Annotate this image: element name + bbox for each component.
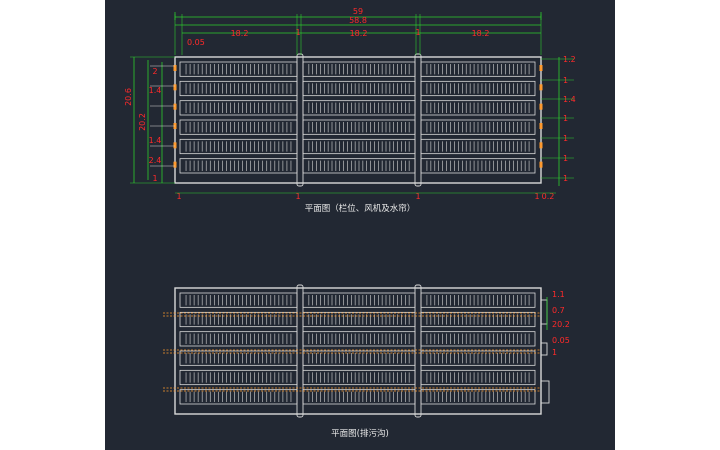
fan-marker-right <box>539 161 543 168</box>
dim-bay-2: 18.2 <box>350 29 368 38</box>
stall-pen <box>302 158 416 174</box>
dim-inner: 58.8 <box>349 16 367 25</box>
bay-separator-2 <box>414 284 422 418</box>
dim-right-7: 1 <box>563 174 568 183</box>
dim-bottom-right-1: 1 <box>415 192 420 201</box>
stall-pen <box>420 138 536 155</box>
stall-pen <box>302 389 416 405</box>
stall-pen <box>302 100 416 116</box>
stall-pen <box>302 61 416 77</box>
stall-pen <box>420 61 536 77</box>
stall-pen <box>179 331 298 347</box>
dim-left-row-1: 2 <box>152 67 157 76</box>
dim-bottom-plan-right-2: 0.7 <box>552 306 565 315</box>
stall-pen <box>420 100 536 116</box>
dim-bottom-plan-right-1: 1.1 <box>552 290 565 299</box>
dim-left-outer: 20.6 <box>124 88 133 106</box>
stall-pen <box>302 119 416 135</box>
stall-pen <box>179 80 298 97</box>
top-plan-stall-grid <box>173 53 543 187</box>
stall-pen <box>420 119 536 135</box>
dim-edge: 0.05 <box>187 38 205 47</box>
stall-pen <box>179 119 298 135</box>
stall-pen <box>179 61 298 77</box>
stall-pen <box>420 311 536 328</box>
dim-bottom-left: 1 <box>176 192 181 201</box>
bay-separator-2 <box>414 53 422 187</box>
fan-marker-right <box>539 84 543 91</box>
dim-bottom-plan-right-4: 0.05 <box>552 336 570 345</box>
stall-pen <box>420 369 536 386</box>
fan-marker-left <box>173 161 177 168</box>
stall-pen <box>302 311 416 328</box>
bottom-plan-stall-grid <box>174 284 542 418</box>
stall-pen <box>420 80 536 97</box>
dim-bottom-right-3: 0.2 <box>542 192 555 201</box>
dim-bottom-plan-right-5: 1 <box>552 348 557 357</box>
stall-pen <box>302 369 416 386</box>
bay-separator-1 <box>296 284 304 418</box>
stall-pen <box>179 369 298 386</box>
fan-marker-right <box>539 123 543 129</box>
stall-pen <box>179 158 298 174</box>
fan-marker-right <box>539 142 543 149</box>
stall-pen <box>420 389 536 405</box>
stall-pen <box>302 138 416 155</box>
outlet-box-1 <box>540 299 548 325</box>
stall-pen <box>302 292 416 308</box>
dim-left-row-2: 1.4 <box>149 86 162 95</box>
dim-left-row-5: 1 <box>152 174 157 183</box>
bottom-plan-caption: 平面图(排污沟) <box>331 428 389 439</box>
fan-marker-left <box>173 65 177 71</box>
outlet-box-3 <box>540 380 550 404</box>
fan-marker-right <box>539 103 543 110</box>
stall-pen <box>420 292 536 308</box>
dim-right-6: 1 <box>563 154 568 163</box>
dim-right-3: 1.4 <box>563 95 576 104</box>
dim-bottom-mid: 1 <box>295 192 300 201</box>
dim-bottom-plan-right-3: 20.2 <box>552 320 570 329</box>
stall-pen <box>179 100 298 116</box>
bay-separator-1 <box>296 53 304 187</box>
dim-bay-1: 18.2 <box>231 29 249 38</box>
stall-pen <box>179 311 298 328</box>
dim-right-1: 1.2 <box>563 55 576 64</box>
stall-pen <box>302 80 416 97</box>
dim-left-row-4: 2.4 <box>149 156 162 165</box>
dim-right-5: 1 <box>563 134 568 143</box>
stall-pen <box>179 350 298 366</box>
building-outline <box>174 56 542 184</box>
stall-pen <box>302 350 416 366</box>
dim-bottom-right-2: 1 <box>534 192 539 201</box>
dim-overall: 59 <box>353 7 363 16</box>
stall-pen <box>420 331 536 347</box>
dim-sep-1: 1 <box>295 28 300 37</box>
stall-pen <box>420 350 536 366</box>
fan-marker-left <box>173 84 177 91</box>
dim-bay-3: 18.2 <box>472 29 490 38</box>
bottom-floor-plan: 1.1 0.7 20.2 0.05 1 平面图(排污沟) <box>163 284 570 439</box>
fan-marker-left <box>173 142 177 149</box>
fan-marker-right <box>539 65 543 71</box>
dim-left-row-3: 1.4 <box>149 136 162 145</box>
outlet-box-2 <box>540 342 548 356</box>
stall-pen <box>179 292 298 308</box>
bottom-plan-dimensions: 1.1 0.7 20.2 0.05 1 <box>163 290 570 404</box>
dim-right-4: 1 <box>563 114 568 123</box>
stall-pen <box>179 389 298 405</box>
stall-pen <box>302 331 416 347</box>
stall-pen <box>420 158 536 174</box>
dim-right-2: 1 <box>563 76 568 85</box>
stall-pen <box>179 138 298 155</box>
top-plan-caption: 平面图（栏位、风机及水帘） <box>305 203 416 214</box>
dim-left-inner: 20.2 <box>138 113 147 131</box>
dim-sep-2: 1 <box>415 28 420 37</box>
fan-marker-left <box>173 103 177 110</box>
